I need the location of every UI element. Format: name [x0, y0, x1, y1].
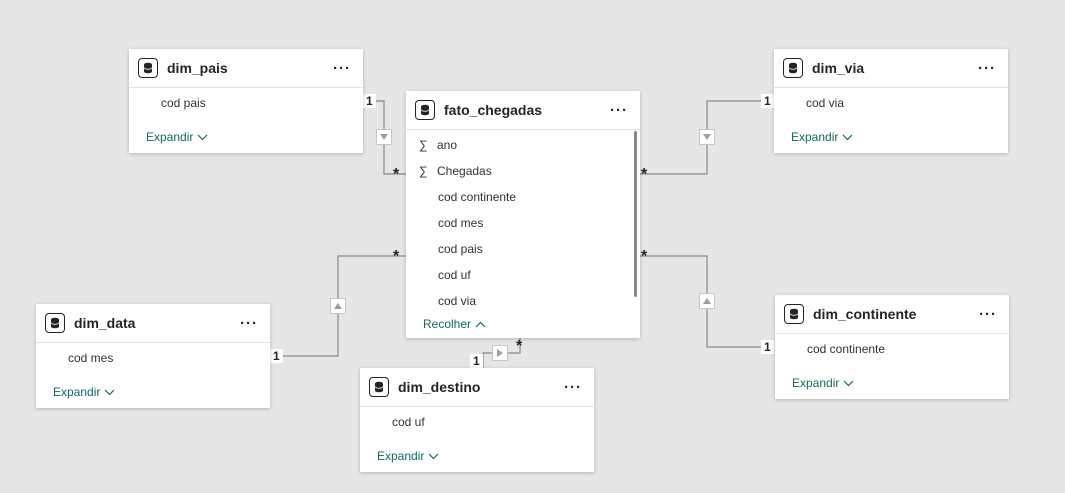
table-card-dim-data[interactable]: dim_data ··· cod mes Expandir: [36, 304, 270, 408]
expand-button[interactable]: Expandir: [377, 449, 439, 463]
table-icon: [138, 58, 158, 78]
collapse-label: Recolher: [423, 317, 472, 331]
cardinality-many-label: *: [641, 166, 648, 183]
field-item[interactable]: cod uf: [438, 268, 471, 282]
table-header[interactable]: dim_destino ···: [360, 368, 594, 407]
table-header[interactable]: dim_via ···: [774, 49, 1008, 88]
cardinality-one-label: 1: [761, 340, 774, 354]
chevron-down-icon: [428, 449, 439, 463]
cardinality-many-label: *: [516, 338, 523, 355]
cardinality-many-label: *: [393, 166, 400, 183]
field-item[interactable]: cod pais: [438, 242, 483, 256]
table-title: fato_chegadas: [444, 102, 543, 118]
more-options-button[interactable]: ···: [610, 101, 628, 119]
measure-label: ano: [437, 138, 458, 152]
measure-item[interactable]: ∑ ano: [406, 132, 640, 158]
table-card-dim-destino[interactable]: dim_destino ··· cod uf Expandir: [360, 368, 594, 472]
expand-label: Expandir: [146, 130, 194, 144]
table-icon: [45, 313, 65, 333]
cardinality-one-label: 1: [470, 354, 483, 368]
table-header[interactable]: fato_chegadas ···: [406, 91, 640, 130]
expand-label: Expandir: [53, 385, 101, 399]
measure-item[interactable]: ∑ Chegadas: [406, 158, 640, 184]
filter-direction-down-icon[interactable]: [376, 129, 392, 145]
table-title: dim_destino: [398, 379, 481, 395]
field-item[interactable]: cod mes: [438, 216, 484, 230]
field-item[interactable]: cod uf: [392, 415, 425, 429]
field-item[interactable]: cod via: [806, 96, 845, 110]
table-title: dim_data: [74, 315, 136, 331]
more-options-button[interactable]: ···: [978, 59, 996, 77]
filter-direction-down-icon[interactable]: [699, 129, 715, 145]
field-item[interactable]: cod mes: [68, 351, 114, 365]
more-options-button[interactable]: ···: [240, 314, 258, 332]
more-options-button[interactable]: ···: [564, 378, 582, 396]
expand-button[interactable]: Expandir: [53, 385, 115, 399]
table-title: dim_pais: [167, 60, 228, 76]
cardinality-one-label: 1: [761, 94, 774, 108]
cardinality-one-label: 1: [363, 94, 376, 108]
chevron-down-icon: [842, 130, 853, 144]
table-card-dim-via[interactable]: dim_via ··· cod via Expandir: [774, 49, 1008, 153]
chevron-down-icon: [104, 385, 115, 399]
expand-label: Expandir: [792, 376, 840, 390]
chevron-up-icon: [475, 317, 486, 331]
table-header[interactable]: dim_data ···: [36, 304, 270, 343]
cardinality-many-label: *: [641, 248, 648, 265]
table-icon: [415, 100, 435, 120]
cardinality-many-label: *: [393, 248, 400, 265]
scrollbar[interactable]: [634, 131, 637, 297]
more-options-button[interactable]: ···: [979, 305, 997, 323]
chevron-down-icon: [843, 376, 854, 390]
collapse-button[interactable]: Recolher: [423, 317, 486, 331]
filter-direction-up-icon[interactable]: [699, 293, 715, 309]
sigma-icon: ∑: [419, 138, 428, 152]
table-card-dim-pais[interactable]: dim_pais ··· cod pais Expandir: [129, 49, 363, 153]
table-icon: [783, 58, 803, 78]
field-item[interactable]: cod continente: [807, 342, 886, 356]
table-header[interactable]: dim_pais ···: [129, 49, 363, 88]
sigma-icon: ∑: [419, 164, 428, 178]
expand-label: Expandir: [377, 449, 425, 463]
table-title: dim_via: [812, 60, 865, 76]
chevron-down-icon: [197, 130, 208, 144]
filter-direction-up-icon[interactable]: [330, 298, 346, 314]
table-header[interactable]: dim_continente ···: [775, 295, 1009, 334]
filter-direction-right-icon[interactable]: [492, 345, 508, 361]
table-card-fato-chegadas[interactable]: fato_chegadas ··· ∑ ano ∑ Chegadas cod con…: [406, 91, 640, 338]
cardinality-one-label: 1: [270, 349, 283, 363]
field-item[interactable]: cod pais: [161, 96, 206, 110]
table-icon: [784, 304, 804, 324]
field-item[interactable]: cod via: [438, 294, 477, 308]
more-options-button[interactable]: ···: [333, 59, 351, 77]
table-card-dim-continente[interactable]: dim_continente ··· cod continente Expand…: [775, 295, 1009, 399]
table-icon: [369, 377, 389, 397]
field-item[interactable]: cod continente: [438, 190, 517, 204]
measure-label: Chegadas: [437, 164, 492, 178]
expand-label: Expandir: [791, 130, 839, 144]
expand-button[interactable]: Expandir: [146, 130, 208, 144]
expand-button[interactable]: Expandir: [791, 130, 853, 144]
table-title: dim_continente: [813, 306, 917, 322]
expand-button[interactable]: Expandir: [792, 376, 854, 390]
